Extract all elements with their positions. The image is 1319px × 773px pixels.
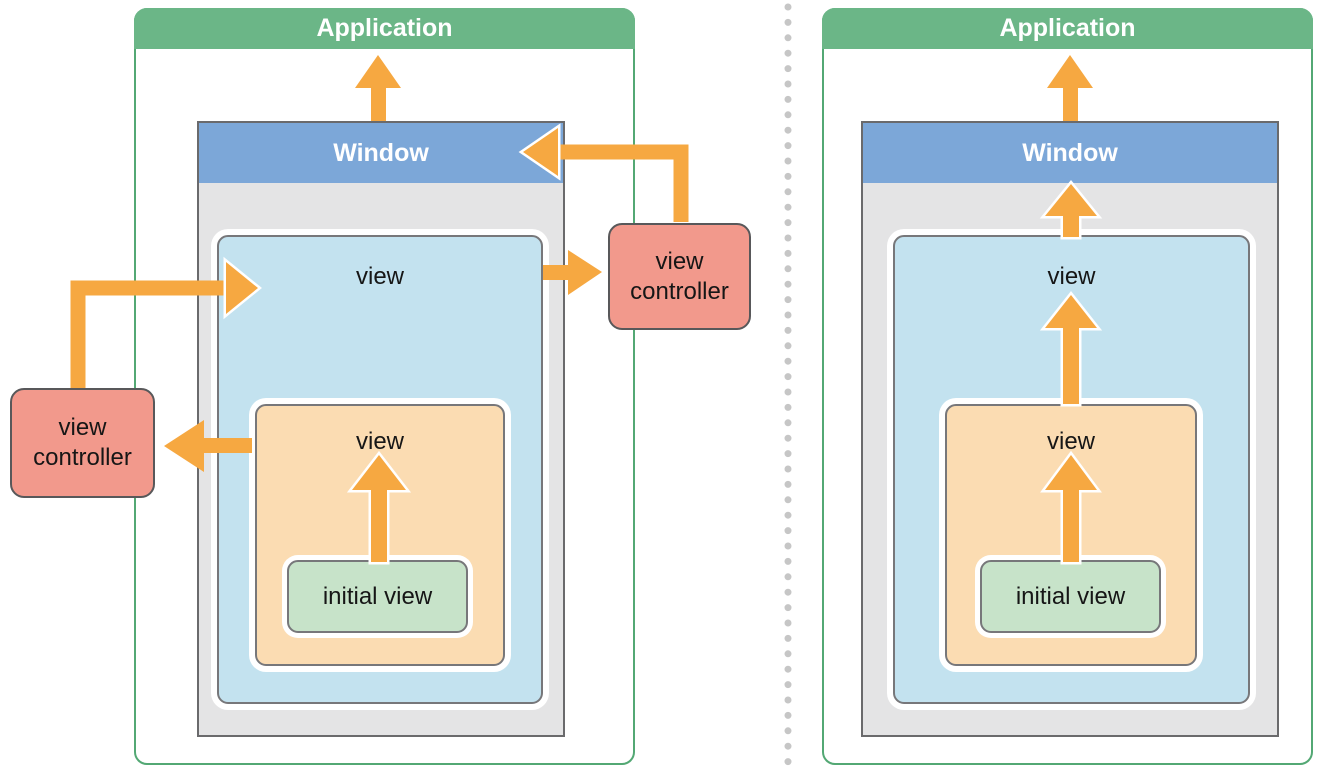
view-controller-box-right: view controller	[608, 223, 751, 330]
window-header-right: Window	[863, 123, 1277, 183]
outer-view-label-right: view	[1047, 263, 1096, 290]
window-label-right: Window	[1022, 138, 1118, 167]
window-label-left: Window	[333, 138, 429, 167]
initial-view-left: initial view	[287, 560, 468, 633]
inner-view-label-right: view	[1046, 428, 1095, 455]
application-header-right: Application	[822, 8, 1313, 49]
inner-view-label-left: view	[355, 428, 404, 455]
window-header-left: Window	[199, 123, 563, 183]
application-label-right: Application	[999, 14, 1136, 42]
view-controller-label-right: view controller	[630, 247, 729, 305]
application-header-left: Application	[134, 8, 635, 49]
view-controller-label-left: view controller	[33, 414, 132, 471]
initial-view-label-left: initial view	[322, 582, 433, 610]
view-controller-box-left: view controller	[10, 388, 155, 498]
initial-view-label-right: initial view	[1015, 582, 1126, 610]
application-label-left: Application	[316, 14, 453, 42]
outer-view-label-left: view	[355, 263, 404, 290]
initial-view-right: initial view	[980, 560, 1161, 633]
